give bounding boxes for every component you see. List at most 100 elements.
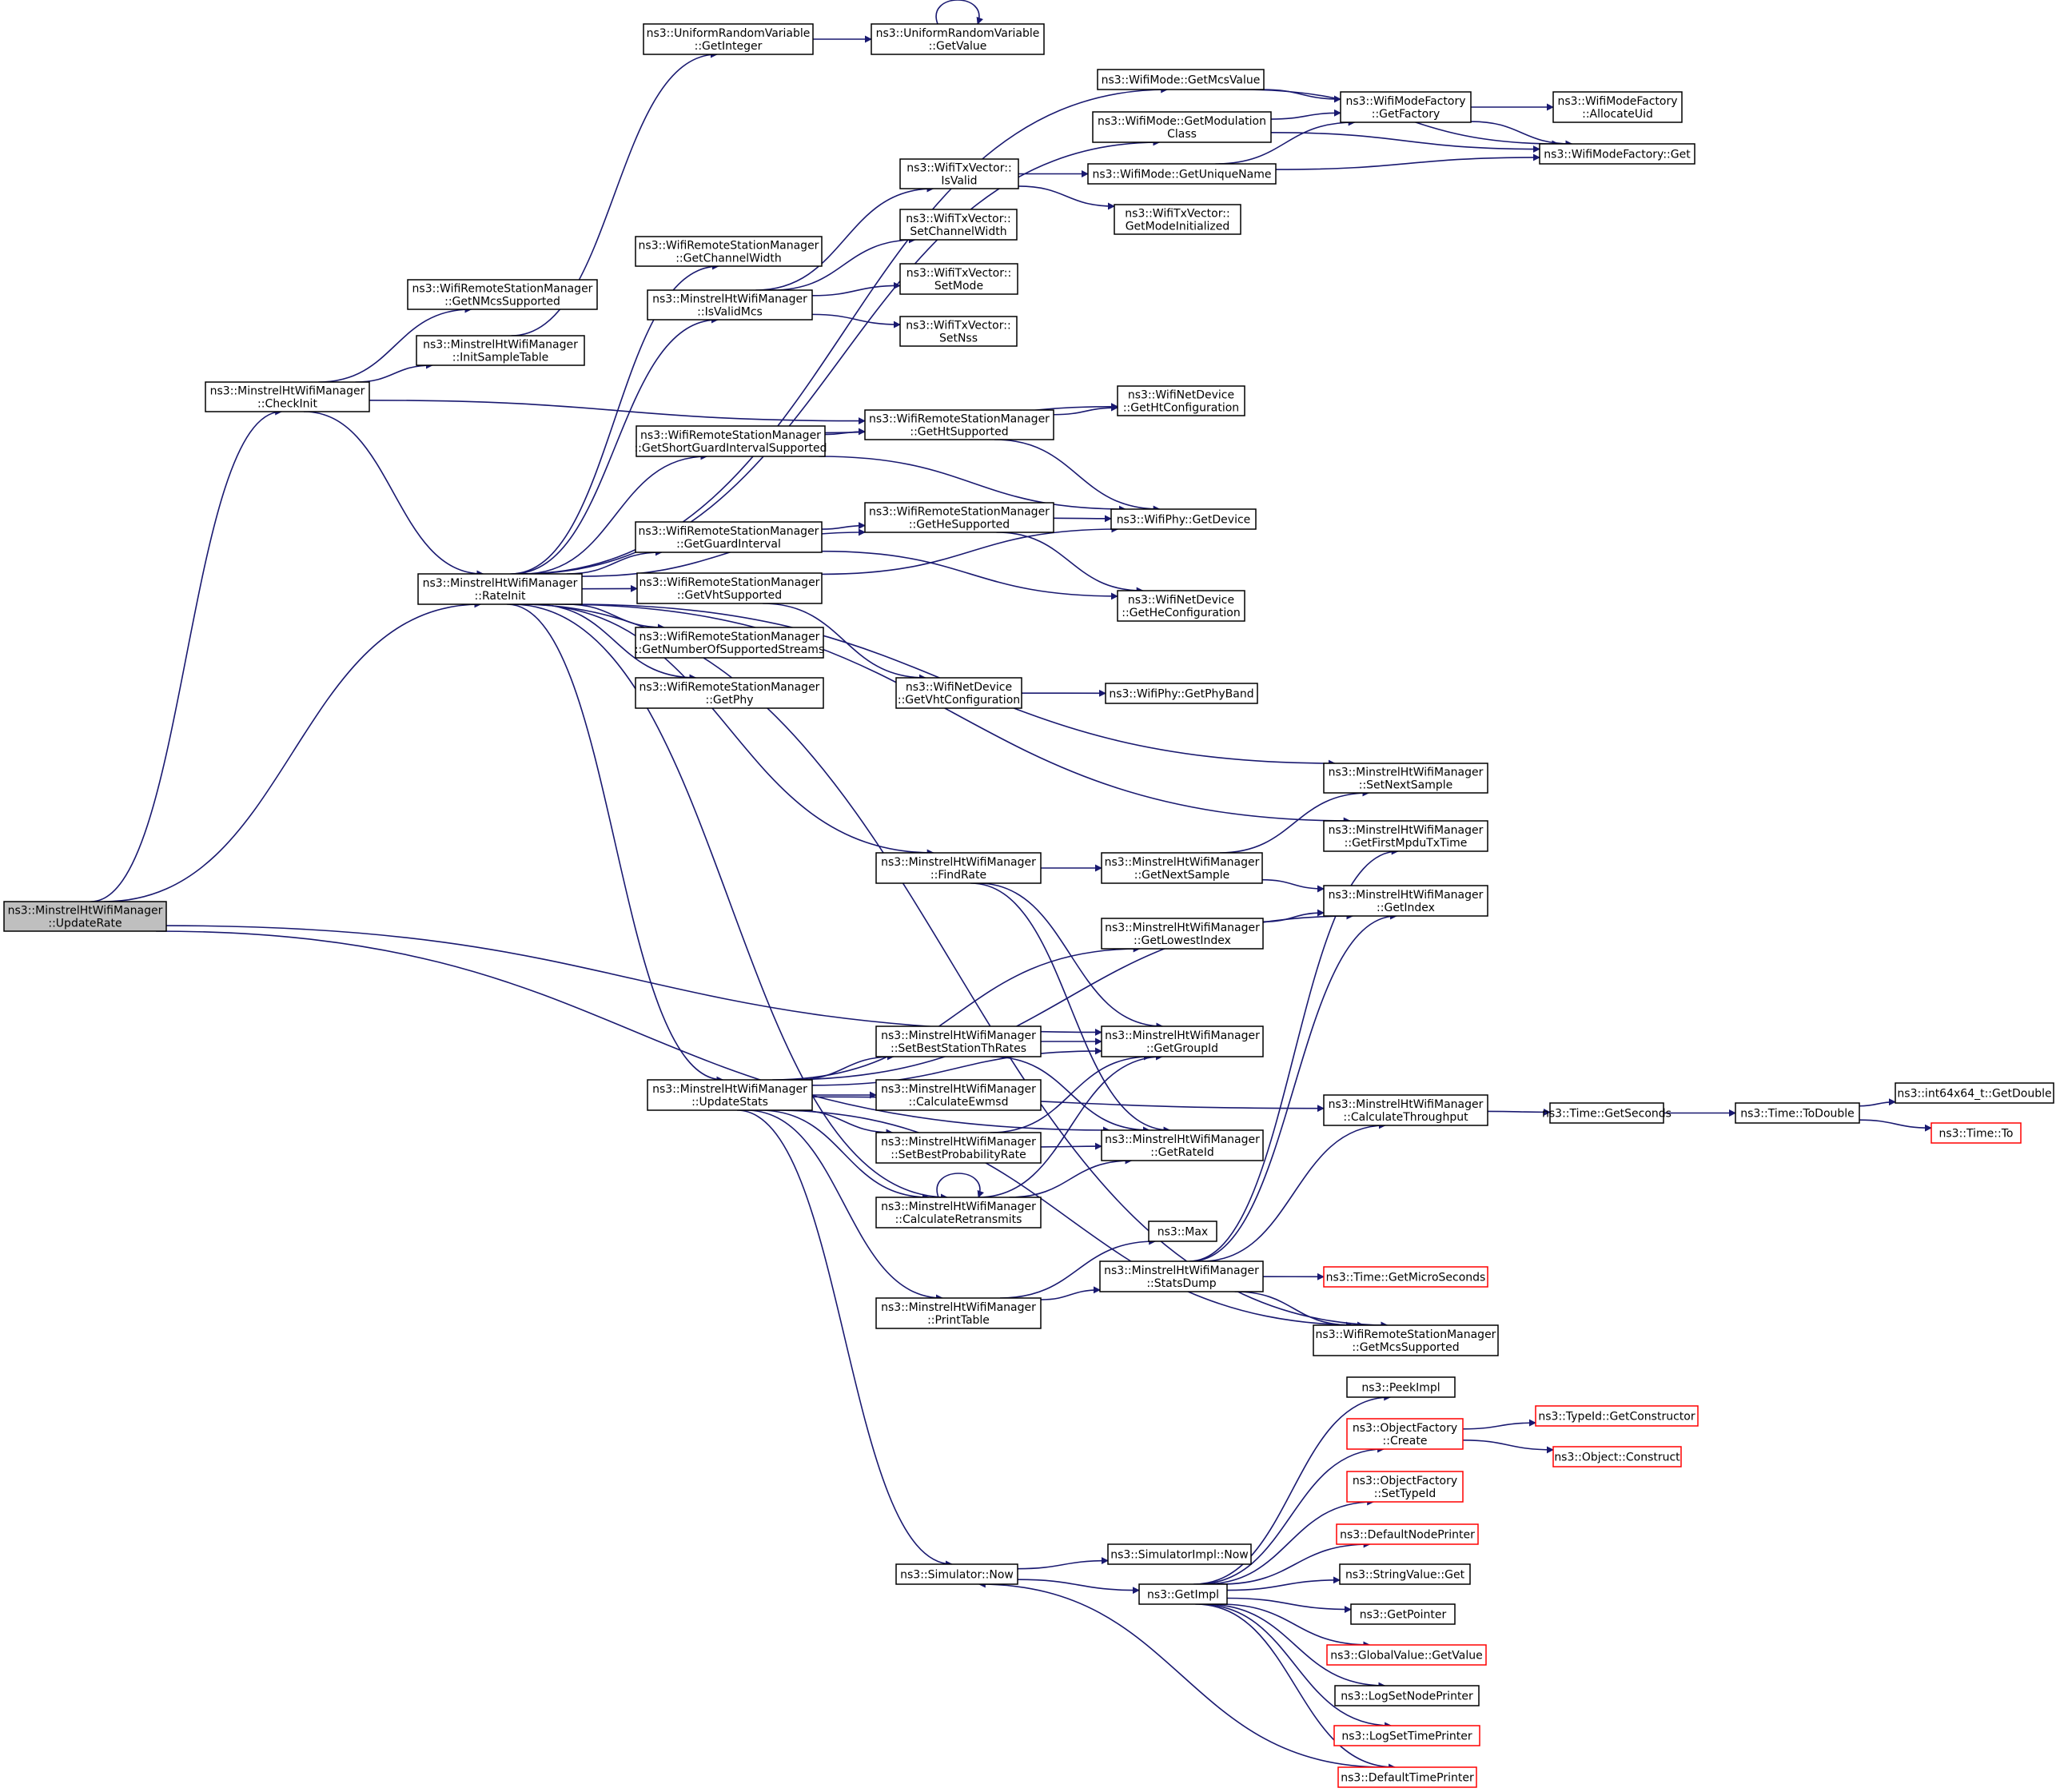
- function-node-label: ns3::WifiRemoteStationManager: [869, 413, 1050, 426]
- function-node-box: [1552, 91, 1683, 123]
- function-node-n36[interactable]: ns3::MinstrelHtWifiManager::GetNextSampl…: [1101, 852, 1263, 884]
- call-edge-n26-n9: [1053, 515, 1112, 523]
- function-node-n33[interactable]: ns3::MinstrelHtWifiManager::SetNextSampl…: [1323, 763, 1488, 794]
- function-node-n46[interactable]: ns3::int64x64_t::GetDouble: [1895, 1082, 2054, 1104]
- function-node-n60[interactable]: ns3::ObjectFactory::SetTypeId: [1346, 1471, 1464, 1503]
- function-node-n22[interactable]: ns3::WifiTxVector::SetMode: [899, 263, 1018, 295]
- call-edge-n50-n50: [936, 1173, 985, 1198]
- function-node-n23[interactable]: ns3::WifiTxVector::SetNss: [899, 316, 1018, 347]
- function-node-label: ns3::WifiPhy::GetDevice: [1117, 514, 1251, 527]
- function-node-n4[interactable]: ns3::MinstrelHtWifiManager::InitSampleTa…: [416, 335, 585, 366]
- function-node-n57[interactable]: ns3::ObjectFactory::Create: [1346, 1418, 1464, 1450]
- function-node-n27[interactable]: ns3::WifiNetDevice::GetHeConfiguration: [1117, 590, 1245, 622]
- function-node-box: [1101, 852, 1263, 884]
- function-node-box: [1101, 1129, 1264, 1161]
- function-node-n54[interactable]: ns3::MinstrelHtWifiManager::PrintTable: [875, 1297, 1042, 1329]
- function-node-n49[interactable]: ns3::MinstrelHtWifiManager::GetRateId: [1101, 1129, 1264, 1161]
- function-node-n12[interactable]: ns3::WifiModeFactory::GetFactory: [1340, 91, 1472, 123]
- function-node-n63[interactable]: ns3::SimulatorImpl::Now: [1107, 1543, 1252, 1565]
- function-node-label: SetNss: [939, 333, 978, 345]
- call-edge-n17-n18: [755, 185, 934, 291]
- function-node-n7[interactable]: ns3::WifiRemoteStationManager::GetHtSupp…: [864, 409, 1054, 440]
- function-node-n61[interactable]: ns3::DefaultNodePrinter: [1336, 1523, 1479, 1545]
- function-node-n21[interactable]: ns3::WifiTxVector::SetChannelWidth: [899, 209, 1018, 241]
- function-node-label: ::GetFactory: [1372, 108, 1440, 121]
- function-node-n28[interactable]: ns3::WifiRemoteStationManager::GetVhtSup…: [636, 572, 823, 604]
- function-node-n6[interactable]: ns3::UniformRandomVariable::GetValue: [871, 23, 1045, 55]
- function-node-label: ns3::WifiNetDevice: [1128, 594, 1234, 607]
- function-node-n30[interactable]: ns3::WifiPhy::GetPhyBand: [1105, 683, 1258, 704]
- function-node-n19[interactable]: ns3::WifiMode::GetUniqueName: [1087, 163, 1277, 185]
- function-node-n8[interactable]: ns3::WifiNetDevice::GetHtConfiguration: [1117, 385, 1245, 416]
- function-node-n40[interactable]: ns3::MinstrelHtWifiManager::SetBestStati…: [875, 1025, 1042, 1057]
- call-edge-n52-n43: [1201, 1121, 1386, 1262]
- function-node-n31[interactable]: ns3::WifiRemoteStationManager::GetNumber…: [635, 627, 824, 659]
- call-edge-n52-n34: [1189, 847, 1399, 1262]
- function-node-n3[interactable]: ns3::WifiRemoteStationManager::GetNMcsSu…: [407, 279, 598, 310]
- function-node-label: ns3::GetPointer: [1360, 1609, 1447, 1622]
- function-node-box: [3, 901, 167, 932]
- function-node-n66[interactable]: ns3::GetPointer: [1350, 1603, 1456, 1625]
- function-node-n32[interactable]: ns3::WifiRemoteStationManager::GetPhy: [635, 677, 824, 709]
- function-node-n50[interactable]: ns3::MinstrelHtWifiManager::CalculateRet…: [875, 1197, 1042, 1229]
- function-node-n1[interactable]: ns3::MinstrelHtWifiManager::UpdateRate: [3, 901, 167, 932]
- function-node-n68[interactable]: ns3::LogSetNodePrinter: [1334, 1685, 1480, 1706]
- function-node-n56[interactable]: ns3::PeekImpl: [1346, 1376, 1456, 1398]
- function-node-label: ns3::GlobalValue::GetValue: [1330, 1650, 1482, 1663]
- function-node-n41[interactable]: ns3::MinstrelHtWifiManager::UpdateStats: [647, 1079, 813, 1111]
- function-node-label: ns3::MinstrelHtWifiManager: [210, 385, 365, 398]
- function-node-n53[interactable]: ns3::Time::GetMicroSeconds: [1323, 1266, 1488, 1288]
- function-node-n20[interactable]: ns3::WifiTxVector::GetModeInitialized: [1114, 204, 1241, 235]
- function-node-n17[interactable]: ns3::MinstrelHtWifiManager::IsValidMcs: [647, 289, 813, 321]
- function-node-n65[interactable]: ns3::GetImpl: [1138, 1583, 1228, 1605]
- function-node-label: ::PrintTable: [927, 1314, 990, 1327]
- function-node-n45[interactable]: ns3::Time::ToDouble: [1735, 1102, 1860, 1124]
- call-edge-n65-n57: [1197, 1445, 1385, 1585]
- call-edge-n7-n8: [1053, 404, 1118, 416]
- function-node-label: ns3::MinstrelHtWifiManager: [1104, 1264, 1259, 1277]
- function-node-n14[interactable]: ns3::WifiModeFactory::Get: [1539, 143, 1695, 165]
- function-node-n35[interactable]: ns3::MinstrelHtWifiManager::FindRate: [875, 852, 1042, 884]
- function-node-label: ns3::MinstrelHtWifiManager: [652, 1083, 807, 1096]
- function-node-n38[interactable]: ns3::MinstrelHtWifiManager::GetLowestInd…: [1101, 918, 1264, 950]
- function-node-label: ::GetIndex: [1377, 902, 1435, 914]
- function-node-n70[interactable]: ns3::DefaultTimePrinter: [1337, 1766, 1477, 1788]
- function-node-n29[interactable]: ns3::WifiNetDevice::GetVhtConfiguration: [895, 677, 1022, 709]
- call-edge-n41-n38: [772, 945, 1141, 1081]
- function-node-n58[interactable]: ns3::TypeId::GetConstructor: [1535, 1405, 1699, 1427]
- call-edge-n15-n14: [1270, 132, 1540, 153]
- function-node-n51[interactable]: ns3::Max: [1148, 1221, 1217, 1242]
- function-node-n48[interactable]: ns3::MinstrelHtWifiManager::SetBestProba…: [875, 1132, 1042, 1164]
- function-node-n18[interactable]: ns3::WifiTxVector::IsValid: [899, 158, 1019, 189]
- function-node-n11[interactable]: ns3::WifiMode::GetMcsValue: [1097, 69, 1265, 90]
- function-node-n2[interactable]: ns3::MinstrelHtWifiManager::CheckInit: [205, 381, 370, 412]
- function-node-n42[interactable]: ns3::MinstrelHtWifiManager::CalculateEwm…: [875, 1079, 1042, 1111]
- function-node-label: ns3::MinstrelHtWifiManager: [1329, 824, 1484, 837]
- function-node-n5[interactable]: ns3::UniformRandomVariable::GetInteger: [643, 23, 814, 55]
- function-node-n52[interactable]: ns3::MinstrelHtWifiManager::StatsDump: [1099, 1260, 1264, 1292]
- function-node-n67[interactable]: ns3::GlobalValue::GetValue: [1326, 1644, 1487, 1666]
- function-node-n24[interactable]: ns3::WifiRemoteStationManager::GetShortG…: [634, 425, 827, 457]
- function-node-n13[interactable]: ns3::WifiModeFactory::AllocateUid: [1552, 91, 1683, 123]
- function-node-n44[interactable]: ns3::Time::GetSeconds: [1542, 1102, 1672, 1124]
- function-node-n43[interactable]: ns3::MinstrelHtWifiManager::CalculateThr…: [1323, 1094, 1488, 1126]
- function-node-n39[interactable]: ns3::MinstrelHtWifiManager::GetGroupId: [1101, 1025, 1264, 1057]
- function-node-n69[interactable]: ns3::LogSetTimePrinter: [1333, 1725, 1480, 1746]
- function-node-n64[interactable]: ns3::StringValue::Get: [1339, 1563, 1471, 1585]
- function-node-n37[interactable]: ns3::MinstrelHtWifiManager::GetIndex: [1323, 885, 1488, 917]
- function-node-n34[interactable]: ns3::MinstrelHtWifiManager::GetFirstMpdu…: [1323, 820, 1488, 852]
- function-node-n9[interactable]: ns3::WifiPhy::GetDevice: [1110, 508, 1257, 530]
- call-edge-n65-n60: [1203, 1498, 1375, 1585]
- function-node-box: [875, 1025, 1042, 1057]
- function-node-label: ::GetMcsSupported: [1352, 1341, 1459, 1354]
- function-node-n59[interactable]: ns3::Object::Construct: [1552, 1446, 1682, 1467]
- function-node-n26[interactable]: ns3::WifiRemoteStationManager::GetHeSupp…: [864, 502, 1054, 533]
- function-node-label: ns3::MinstrelHtWifiManager: [881, 1301, 1036, 1314]
- function-node-n55[interactable]: ns3::WifiRemoteStationManager::GetMcsSup…: [1313, 1324, 1499, 1356]
- function-node-n47[interactable]: ns3::Time::To: [1931, 1122, 2022, 1144]
- function-node-n25[interactable]: ns3::WifiRemoteStationManager::GetGuardI…: [635, 521, 823, 553]
- function-node-n62[interactable]: ns3::Simulator::Now: [895, 1563, 1018, 1585]
- function-node-n16[interactable]: ns3::WifiRemoteStationManager::GetChanne…: [635, 236, 823, 267]
- function-node-n10[interactable]: ns3::MinstrelHtWifiManager::RateInit: [417, 573, 583, 605]
